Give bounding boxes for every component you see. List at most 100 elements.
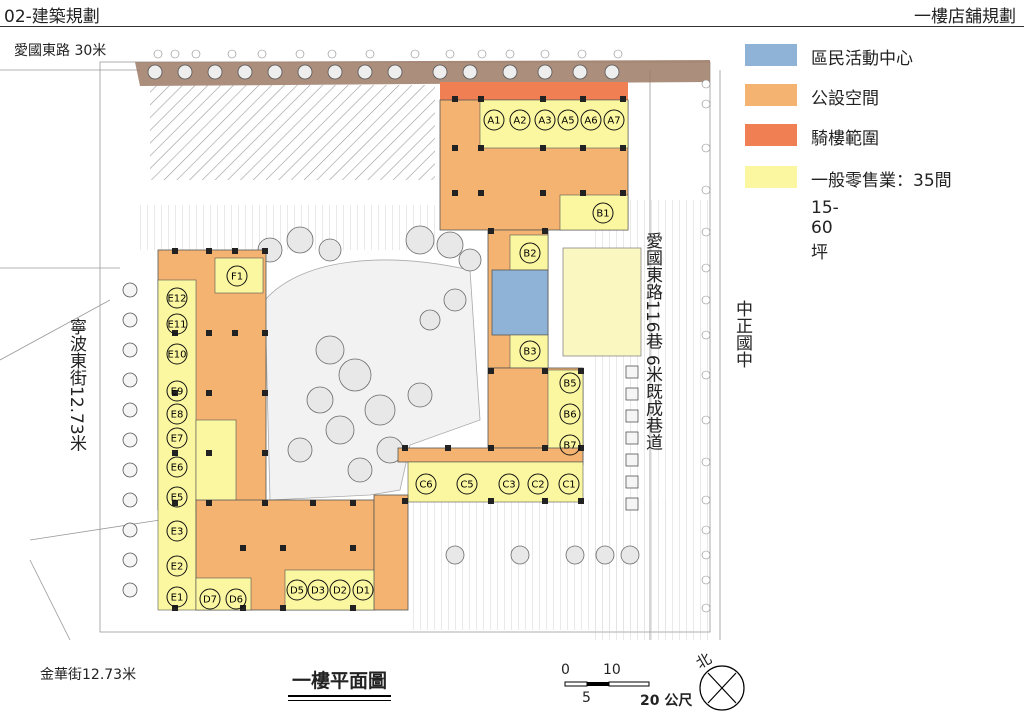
store-label-text: E10 [167,350,186,361]
store-label-d6: D6 [225,588,247,610]
store-label-a3: A3 [534,109,556,131]
b1-store-area [559,194,629,231]
store-label-circle [483,109,505,131]
store-label-circle [519,242,541,264]
arcade-zone [440,82,628,100]
legend-item-public: 公設空間 [745,84,1024,110]
community-center [491,269,549,336]
legend-swatch [745,124,797,146]
store-label-text: B1 [596,209,609,220]
store-label-circle [307,579,329,601]
header-divider [0,26,1024,27]
store-label-text: A3 [538,116,551,127]
store-label-d5: D5 [286,579,308,601]
east-lane-label: 愛國東路116巷 6米既成巷道 [642,232,662,451]
store-label-circle [329,579,351,601]
legend-swatch [745,44,797,66]
street-trees-east [625,365,639,511]
store-label-e12: E12 [166,287,188,309]
store-label-text: C5 [460,480,473,491]
store-label-circle [415,473,437,495]
store-label-e1: E1 [166,586,188,608]
courtyard-trees [257,225,640,565]
store-label-text: A6 [584,116,597,127]
legend-label: 騎樓範圍 [811,129,879,149]
legend-swatch [745,166,797,188]
store-label-circle [534,109,556,131]
scale-label-0: 0 [561,662,570,678]
existing-building-hatch [150,85,435,180]
legend-label: 一般零售業：35間 [811,171,952,191]
south-plaza-stripes [410,500,670,630]
store-label-d3: D3 [307,579,329,601]
store-label-circle [527,473,549,495]
store-label-text: E5 [171,493,184,504]
store-label-circle [225,588,247,610]
store-label-circle [558,473,580,495]
store-label-circle [166,313,188,335]
store-label-b3: B3 [519,340,541,362]
store-label-c5: C5 [456,473,478,495]
south-road-label: 金華街12.73米 [40,667,137,683]
d6-d7-store-area [195,577,252,611]
store-label-b1: B1 [592,202,614,224]
store-label-circle [286,579,308,601]
store-label-circle [559,372,581,394]
existing-structure [562,247,642,357]
scale-bar [564,681,650,687]
street-trees-west [122,282,138,598]
store-label-circle [166,380,188,402]
store-label-e8: E8 [166,403,188,425]
store-label-text: E1 [171,593,184,604]
store-label-text: D3 [311,586,325,597]
west-road-label: 寧波東街12.73米 [66,318,86,452]
store-label-a6: A6 [580,109,602,131]
store-label-text: E11 [167,320,186,331]
store-label-text: E7 [171,434,184,445]
north-road-label: 愛國東路 30米 [14,43,107,59]
legend-item-community: 區民活動中心 [745,44,1024,70]
store-label-text: B3 [523,347,536,358]
store-label-text: C6 [419,480,432,491]
store-label-text: D1 [356,586,370,597]
store-label-text: E9 [171,387,184,398]
store-label-circle [226,265,248,287]
legend-label: 公設空間 [811,89,879,109]
legend-item-arcade: 騎樓範圍 [745,124,1024,150]
store-label-text: B6 [563,410,576,421]
store-label-e10: E10 [166,343,188,365]
north-arrow [699,665,745,711]
scale-label-20: 20 公尺 [640,693,693,709]
store-label-circle [166,456,188,478]
store-label-circle [580,109,602,131]
store-label-circle [603,109,625,131]
school-label: 中正國中 [732,300,752,368]
store-label-c2: C2 [527,473,549,495]
sw-corridor [373,494,409,611]
store-label-c6: C6 [415,473,437,495]
b3-store-area [509,334,549,369]
legend-swatch [745,84,797,106]
store-label-text: C3 [502,480,515,491]
e-inner-stores [195,419,237,511]
store-label-circle [456,473,478,495]
store-label-text: B5 [563,379,576,390]
store-label-text: D5 [290,586,304,597]
store-label-circle [519,340,541,362]
store-label-text: E12 [167,294,186,305]
store-label-text: A1 [487,116,500,127]
scale-label-5: 5 [582,690,591,706]
scale-label-10: 10 [603,662,621,678]
street-trees-north [147,64,620,80]
store-label-e5: E5 [166,486,188,508]
store-label-text: D6 [229,595,243,606]
store-label-b7: B7 [559,434,581,456]
store-label-circle [166,586,188,608]
store-label-text: A2 [513,116,526,127]
store-label-b5: B5 [559,372,581,394]
store-label-circle [509,109,531,131]
store-label-text: A7 [607,116,620,127]
store-label-b6: B6 [559,403,581,425]
